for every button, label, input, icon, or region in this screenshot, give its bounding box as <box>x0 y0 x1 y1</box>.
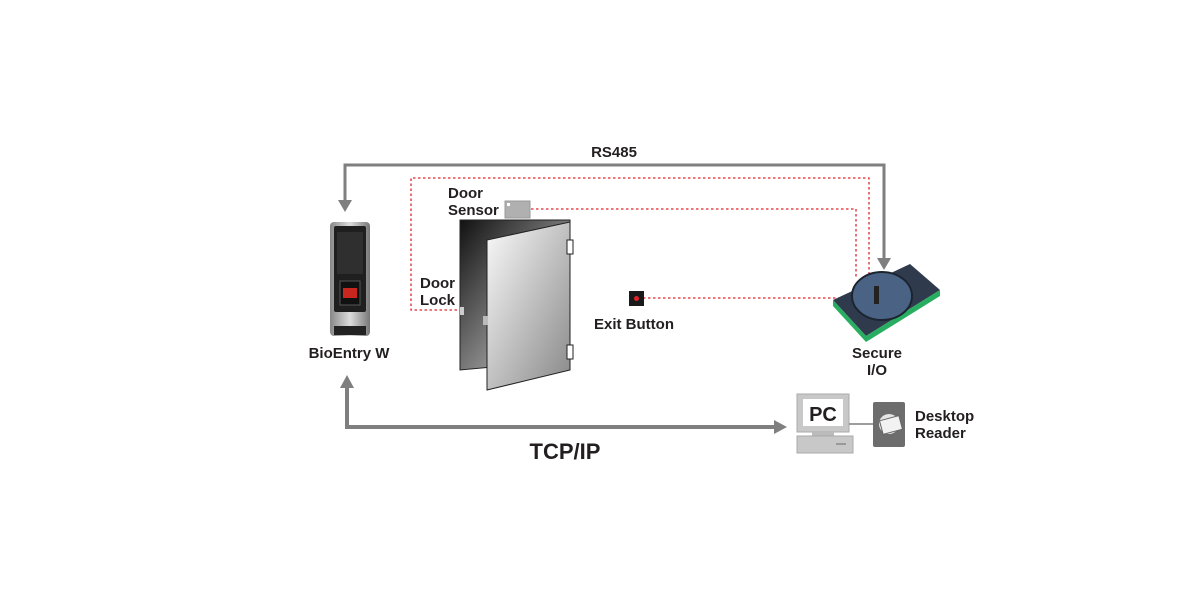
card-icon <box>878 415 904 435</box>
secure-io-device: Secure I/O <box>833 264 940 379</box>
rs485-label: RS485 <box>591 144 637 161</box>
door <box>459 219 574 391</box>
arrow-right-icon <box>774 420 787 434</box>
tcpip-connection: TCP/IP <box>340 375 787 464</box>
door-lock-label: Door Lock <box>420 275 456 309</box>
tcpip-label: TCP/IP <box>530 439 601 464</box>
exit-button-label: Exit Button <box>594 316 674 333</box>
pc-label: PC <box>809 404 837 426</box>
door-sensor-label: Sensor <box>448 202 499 219</box>
arrow-down-icon <box>877 258 891 270</box>
exit-button: Exit Button <box>594 291 674 333</box>
hinge <box>566 344 574 360</box>
svg-text:Lock: Lock <box>420 292 456 309</box>
secure-io-label: I/O <box>867 362 887 379</box>
door-sensor-label: Door <box>448 185 483 202</box>
secure-io-label: Secure <box>852 345 902 362</box>
io-wires <box>410 177 870 311</box>
door-sensor-wire <box>531 208 857 278</box>
desktop-reader-label: Reader <box>915 425 966 442</box>
svg-text:Door: Door <box>420 275 455 292</box>
door-lock <box>460 307 464 315</box>
door-sensor: Door Sensor <box>448 185 531 219</box>
bioentry-device: BioEntry W <box>309 222 391 362</box>
desktop-reader: Desktop Reader <box>873 402 974 447</box>
arrow-up-icon <box>340 375 354 388</box>
desktop-reader-label: Desktop <box>915 408 974 425</box>
rs485-connection: RS485 <box>338 144 891 270</box>
door-lock-wire <box>410 177 870 311</box>
bioentry-label: BioEntry W <box>309 345 391 362</box>
pc: PC <box>796 393 873 454</box>
arrow-down-icon <box>338 200 352 212</box>
hinge <box>566 239 574 255</box>
